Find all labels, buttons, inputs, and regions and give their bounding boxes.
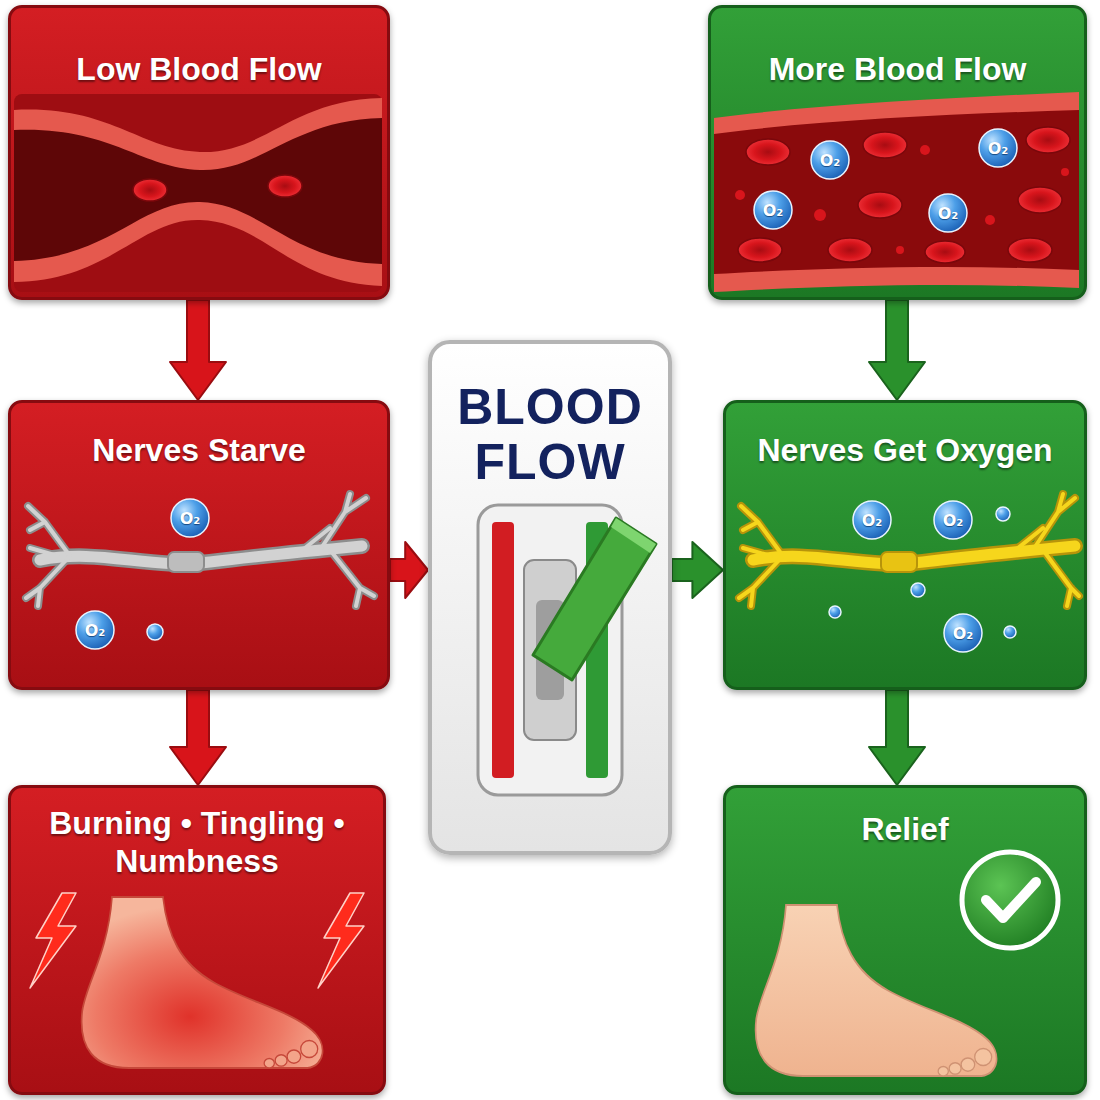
flow-arrow — [869, 300, 925, 400]
symptom-box: Burning • Tingling • Numbness — [8, 785, 386, 1095]
burning-foot — [30, 893, 364, 1068]
switch-title: BLOOD FLOW — [432, 380, 668, 490]
healthy-foot — [756, 852, 1058, 1076]
label-holder: O₂ — [918, 199, 978, 227]
box-title: More Blood Flow — [711, 50, 1084, 88]
oxygen-label: O₂ — [763, 201, 784, 220]
label-holder: O₂ — [65, 616, 125, 644]
label-holder: O₂ — [933, 619, 993, 647]
flow-arrow — [170, 690, 226, 785]
flow-arrow — [672, 542, 723, 598]
switch-panel: BLOOD FLOW — [428, 340, 672, 855]
label-holder: O₂ — [923, 506, 983, 534]
flow-arrow — [390, 542, 428, 598]
problem-box: Low Blood Flow — [8, 5, 390, 300]
flow-arrow — [869, 690, 925, 785]
oxygen-label: O₂ — [953, 624, 974, 643]
box-title: Low Blood Flow — [11, 50, 387, 88]
oxygen-label: O₂ — [988, 139, 1009, 158]
solution-box: More Blood Flow — [708, 5, 1087, 300]
oxygen-label: O₂ — [820, 151, 841, 170]
box-title: Relief — [726, 810, 1084, 848]
box-title: Burning • Tingling • Numbness — [11, 804, 383, 881]
problem-box: Nerves Starve — [8, 400, 390, 690]
label-holder: O₂ — [743, 196, 803, 224]
oxygen-label: O₂ — [938, 204, 959, 223]
flow-arrow — [170, 300, 226, 400]
label-holder: O₂ — [842, 506, 902, 534]
oxygen-label: O₂ — [85, 621, 106, 640]
box-title: Nerves Starve — [11, 431, 387, 469]
toggle-switch — [478, 505, 656, 795]
solution-box: Nerves Get Oxygen — [723, 400, 1087, 690]
yellow-nerve — [739, 494, 1079, 652]
oxygen-label: O₂ — [943, 511, 964, 530]
label-holder: O₂ — [160, 504, 220, 532]
box-title: Nerves Get Oxygen — [726, 431, 1084, 469]
narrow-vessel — [14, 94, 382, 292]
oxygen-label: O₂ — [862, 511, 883, 530]
label-holder: O₂ — [800, 146, 860, 174]
wide-vessel — [714, 92, 1079, 292]
oxygen-label: O₂ — [180, 509, 201, 528]
grey-nerve — [26, 494, 374, 649]
relief-box: Relief — [723, 785, 1087, 1095]
label-holder: O₂ — [968, 134, 1028, 162]
